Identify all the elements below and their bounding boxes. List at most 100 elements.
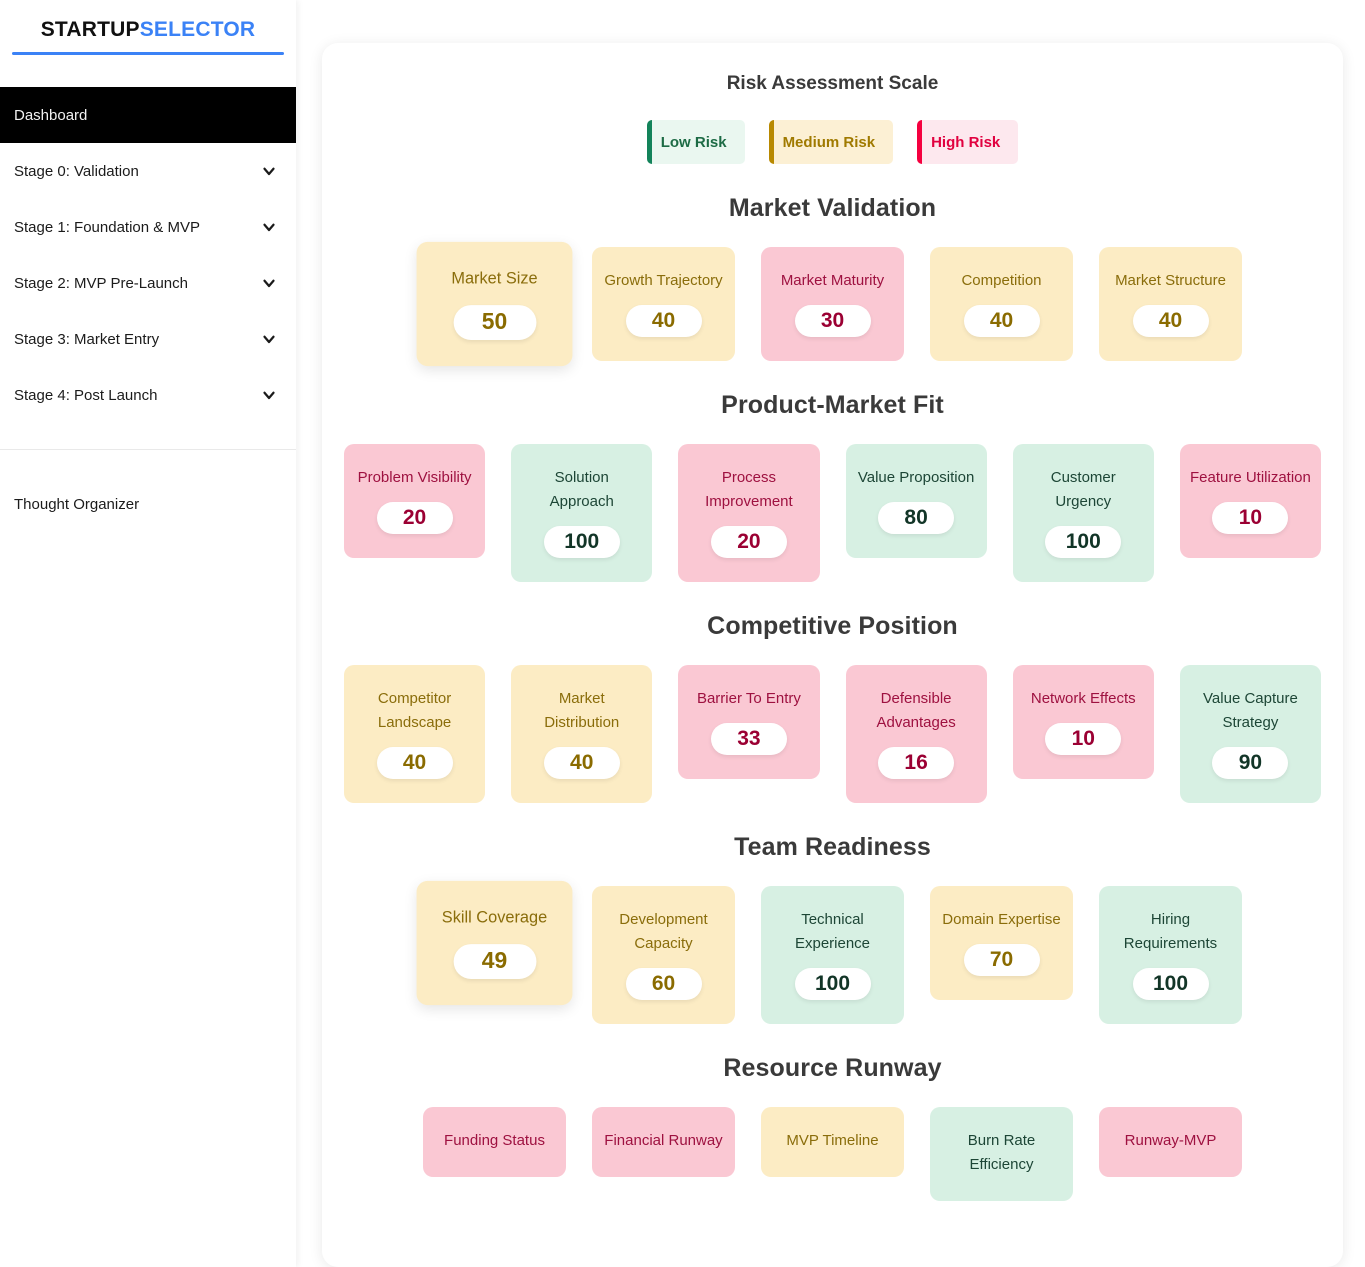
sidebar-item-stage-0-validation[interactable]: Stage 0: Validation [0,143,296,199]
metric-card-label: Market Size [451,269,538,288]
metric-card-funding-status[interactable]: Funding Status [423,1107,566,1177]
metric-card-market-maturity[interactable]: Market Maturity 30 [761,247,904,361]
logo-text: STARTUPSELECTOR [0,18,296,52]
metric-card-label: Network Effects [1030,690,1136,707]
sidebar-item-label: Stage 1: Foundation & MVP [14,218,200,236]
sidebar-item-label: Dashboard [14,106,88,124]
metric-card-market-structure[interactable]: Market Structure 40 [1099,247,1242,361]
metric-card-runway-mvp[interactable]: Runway-MVP [1099,1107,1242,1177]
metric-card-value: 10 [1045,723,1122,755]
sidebar-item-label: Stage 2: MVP Pre-Launch [14,274,188,292]
metric-card-value: 80 [878,502,955,534]
metric-card-value: 70 [963,944,1040,976]
legend-accent-bar [768,120,774,164]
metric-card-value: 40 [376,747,453,779]
section-title: Product-Market Fit [721,391,944,419]
sidebar-item-dashboard[interactable]: Dashboard [0,87,296,143]
metric-card-burn-rate-efficiency[interactable]: Burn Rate Efficiency [930,1107,1073,1201]
metric-card-label: Market Maturity [780,272,885,289]
metric-card-label: Market Distribution [544,690,620,731]
metric-card-network-effects[interactable]: Network Effects 10 [1012,665,1154,779]
metric-card-label: Competition [961,272,1042,289]
logo-underline [12,52,284,55]
metric-card-label: Technical Experience [794,911,871,952]
metric-card-market-size[interactable]: Market Size 50 [416,241,573,367]
sidebar-item-stage-4-post-launch[interactable]: Stage 4: Post Launch [0,367,296,423]
sidebar-item-thought-organizer[interactable]: Thought Organizer [0,476,296,532]
dashboard-panel: Risk Assessment Scale Low Risk Medium Ris… [322,43,1343,1267]
legend-chip-label: Low Risk [660,133,727,151]
metric-card-label: Process Improvement [705,469,793,510]
metric-card-mvp-timeline[interactable]: MVP Timeline [761,1107,904,1177]
metric-card-value: 20 [376,502,453,534]
metric-card-value: 33 [710,723,787,755]
metric-card-value: 40 [1132,305,1209,337]
metric-card-process-improvement[interactable]: Process Improvement 20 [678,444,820,582]
metric-card-value: 40 [963,305,1040,337]
sidebar-item-stage-2-mvp-pre-launch[interactable]: Stage 2: MVP Pre-Launch [0,255,296,311]
chevron-down-icon [260,162,278,180]
metric-card-label: Funding Status [444,1132,545,1149]
metric-card-value: 100 [543,526,620,558]
metric-card-label: Runway-MVP [1124,1132,1217,1149]
metric-card-domain-expertise[interactable]: Domain Expertise 70 [930,886,1073,1000]
legend-accent-bar [646,120,652,164]
risk-legend: Low Risk Medium Risk High Risk [344,120,1321,164]
metric-card-technical-experience[interactable]: Technical Experience 100 [761,886,904,1024]
section-title: Resource Runway [723,1054,942,1082]
chevron-down-icon [260,330,278,348]
metric-card-barrier-to-entry[interactable]: Barrier To Entry 33 [678,665,820,779]
metric-card-market-distribution[interactable]: Market Distribution 40 [511,665,653,803]
metric-card-value: 50 [453,305,536,340]
metric-card-value: 40 [625,305,702,337]
metric-card-label: Financial Runway [604,1132,723,1149]
logo-text-primary: STARTUP [40,18,140,41]
main-content: Risk Assessment Scale Low Risk Medium Ris… [296,0,1365,1267]
chevron-down-icon [260,218,278,236]
metric-card-value: 20 [710,526,787,558]
sidebar-item-stage-1-foundation-mvp[interactable]: Stage 1: Foundation & MVP [0,199,296,255]
metric-card-financial-runway[interactable]: Financial Runway [592,1107,735,1177]
metric-card-label: Hiring Requirements [1123,911,1218,952]
metric-card-value: 90 [1212,747,1289,779]
section-title: Competitive Position [707,612,958,640]
section-title: Market Validation [728,194,937,222]
metric-card-value: 30 [794,305,871,337]
metric-card-value: 40 [543,747,620,779]
sidebar-item-label: Stage 4: Post Launch [14,386,158,404]
sidebar-item-stage-3-market-entry[interactable]: Stage 3: Market Entry [0,311,296,367]
metric-card-value: 16 [878,747,955,779]
sidebar-logo[interactable]: STARTUPSELECTOR [0,0,296,55]
legend-chip-high: High Risk [917,120,1019,164]
metric-card-competition[interactable]: Competition 40 [930,247,1073,361]
metric-card-label: Barrier To Entry [696,690,801,707]
section-title: Team Readiness [734,833,931,861]
metric-card-label: Domain Expertise [942,911,1061,928]
metric-card-value: 60 [625,968,702,1000]
metric-card-label: Market Structure [1115,272,1226,289]
metric-card-label: Skill Coverage [441,908,548,927]
legend-title: Risk Assessment Scale [726,73,939,94]
metric-card-value: 100 [794,968,871,1000]
legend-chip-med: Medium Risk [768,120,894,164]
sidebar-item-label: Thought Organizer [14,495,140,513]
